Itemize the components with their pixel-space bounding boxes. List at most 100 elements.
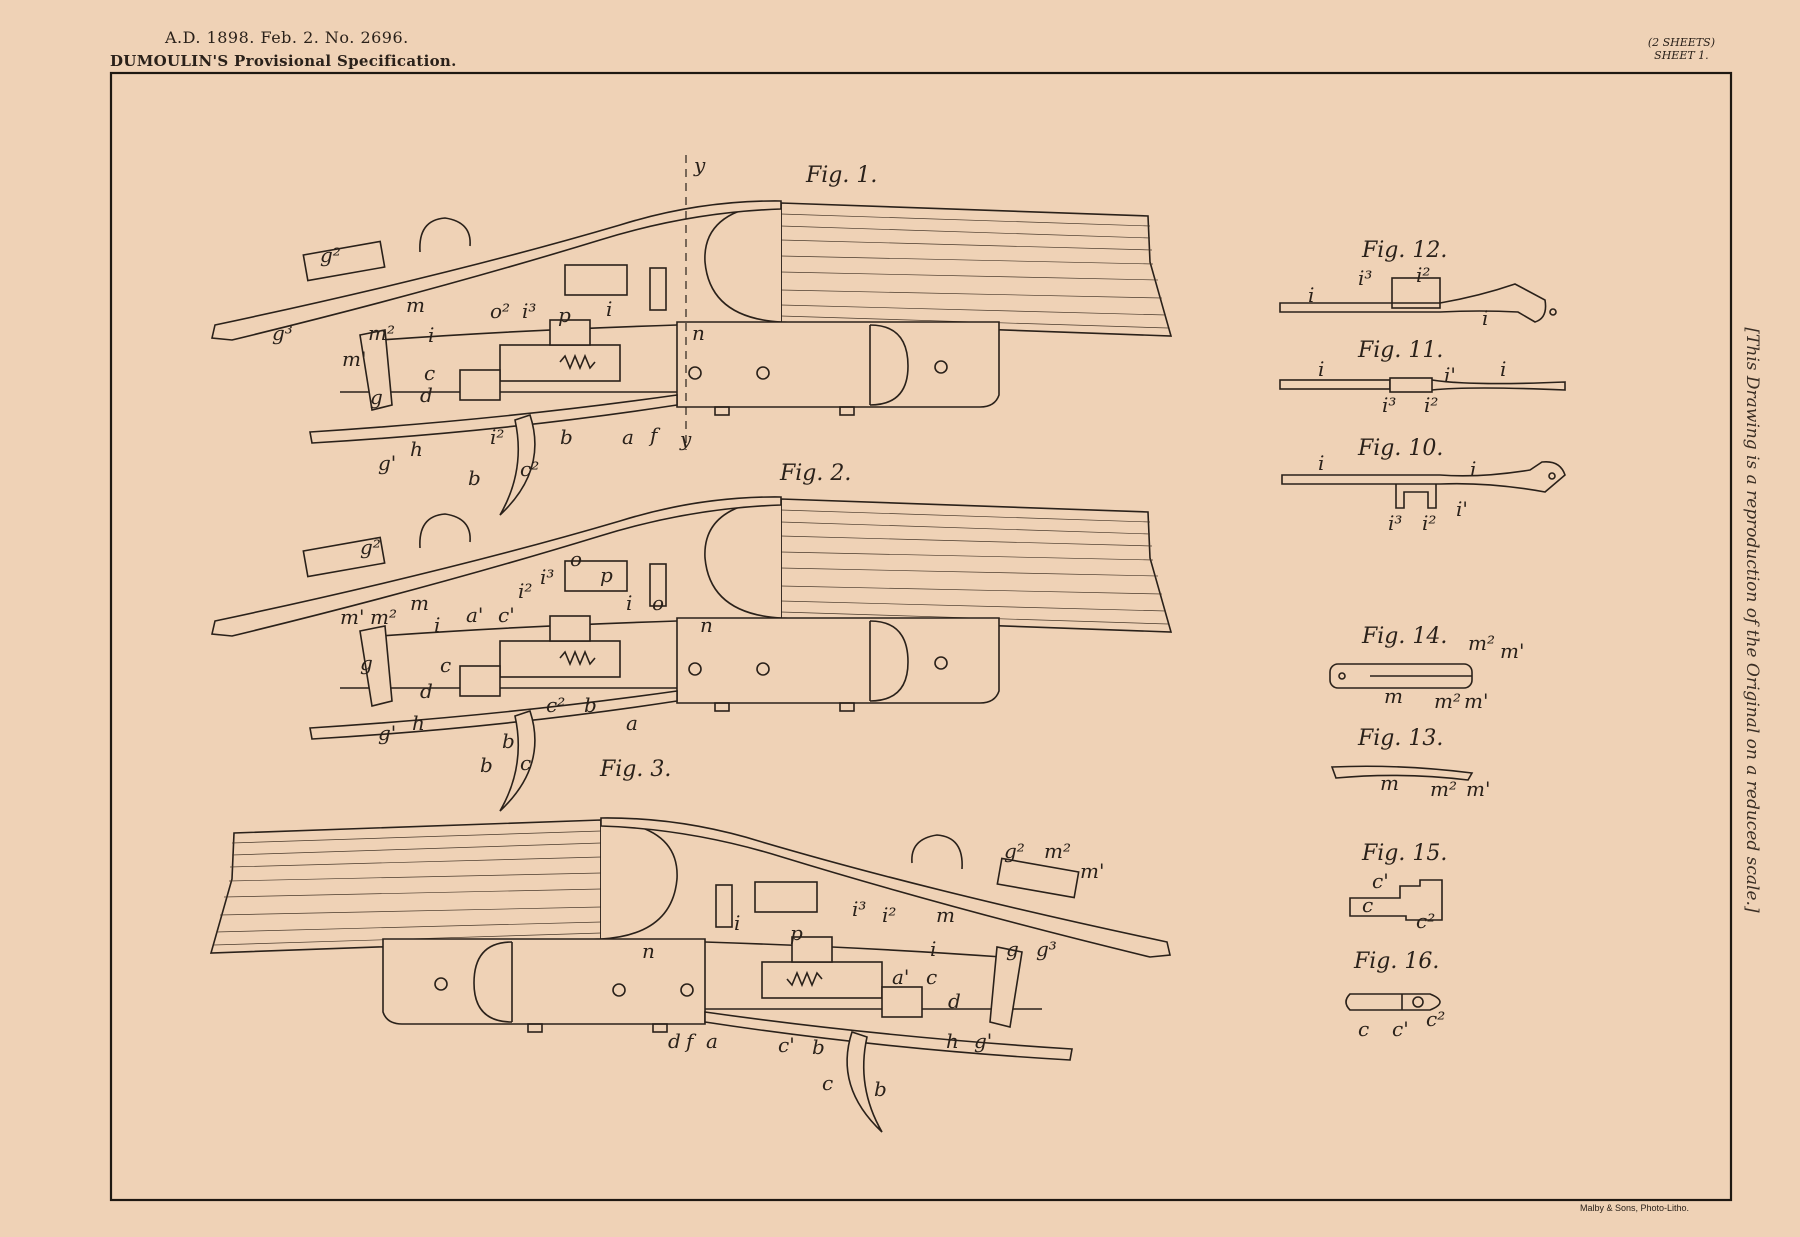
part-reference-label: m — [936, 903, 955, 927]
part-reference-label: d — [668, 1029, 681, 1053]
part-reference-label: p — [790, 921, 803, 945]
part-reference-label: g — [1006, 937, 1019, 961]
part-reference-label: c — [424, 361, 435, 385]
part-reference-label: c' — [1392, 1017, 1409, 1041]
part-reference-label: a — [626, 711, 638, 735]
part-reference-label: i — [626, 591, 632, 615]
part-reference-label: m' — [342, 347, 366, 371]
part-reference-label: g² — [360, 535, 381, 559]
part-reference-label: y — [679, 427, 692, 451]
part-reference-label: m² — [1434, 689, 1461, 713]
part-reference-label: g' — [378, 451, 396, 475]
part-reference-label: n — [692, 321, 705, 345]
figure-3-gun-drawing — [210, 817, 1171, 1133]
part-reference-label: g — [370, 385, 383, 409]
part-reference-label: i' — [1456, 497, 1468, 521]
part-reference-label: a' — [892, 965, 909, 989]
part-reference-label: m² — [368, 321, 395, 345]
part-reference-label: c' — [778, 1033, 795, 1057]
part-reference-label: g' — [378, 721, 396, 745]
part-reference-label: i² — [1422, 511, 1436, 535]
part-reference-label: i³ — [1382, 393, 1396, 417]
part-reference-label: b — [874, 1077, 887, 1101]
part-reference-label: i — [1318, 451, 1324, 475]
part-reference-label: b — [560, 425, 573, 449]
part-reference-label: d — [948, 989, 961, 1013]
part-reference-label: y — [693, 153, 706, 177]
part-reference-label: i — [434, 613, 440, 637]
part-reference-label: a — [622, 425, 634, 449]
part-reference-label: g³ — [1036, 937, 1057, 961]
part-reference-label: i³ — [852, 897, 866, 921]
part-reference-label: h — [412, 711, 425, 735]
part-reference-label: c' — [498, 603, 515, 627]
part-reference-label: m' — [340, 605, 364, 629]
part-reference-label: m — [410, 591, 429, 615]
part-reference-label: b — [584, 693, 597, 717]
part-reference-label: n — [642, 939, 655, 963]
part-reference-label: o — [570, 547, 582, 571]
figure-14-title: Fig. 14. — [1361, 624, 1447, 649]
part-reference-label: i' — [1444, 363, 1456, 387]
part-reference-label: c² — [1416, 909, 1435, 933]
part-reference-label: g — [360, 651, 373, 675]
sheet-info: (2 SHEETS) SHEET 1. — [1648, 36, 1715, 62]
part-reference-label: c² — [1426, 1007, 1445, 1031]
part-reference-label: d — [420, 679, 433, 703]
part-reference-label: i³ — [1388, 511, 1402, 535]
part-reference-label: n — [700, 613, 713, 637]
part-reference-label: i² — [882, 903, 896, 927]
figure-2-title: Fig. 2. — [779, 461, 851, 486]
part-reference-label: h — [410, 437, 423, 461]
part-reference-label: p — [600, 563, 613, 587]
figure-13-title: Fig. 13. — [1357, 726, 1443, 751]
part-reference-label: i — [930, 937, 936, 961]
part-reference-label: m² — [1044, 839, 1071, 863]
part-reference-label: m² — [1468, 631, 1495, 655]
part-reference-label: d — [420, 383, 433, 407]
figure-10-drawing — [1281, 460, 1566, 509]
part-reference-label: c — [1362, 893, 1373, 917]
part-reference-label: i — [428, 323, 434, 347]
part-reference-label: a — [706, 1029, 718, 1053]
part-reference-label: h — [946, 1029, 959, 1053]
part-reference-label: b — [812, 1035, 825, 1059]
figure-15-drawing — [1349, 879, 1443, 921]
part-reference-label: c — [1358, 1017, 1369, 1041]
sheet-count: (2 SHEETS) — [1647, 36, 1715, 49]
figure-14-drawing — [1329, 663, 1473, 689]
part-reference-label: c — [520, 751, 531, 775]
part-reference-label: i — [606, 297, 612, 321]
part-reference-label: m' — [1464, 689, 1488, 713]
part-reference-label: p — [558, 303, 571, 327]
figure-12-title: Fig. 12. — [1361, 238, 1447, 263]
part-reference-label: c — [926, 965, 937, 989]
sheet-number: SHEET 1. — [1654, 49, 1709, 62]
part-reference-label: f — [648, 423, 661, 447]
figure-13-drawing — [1330, 765, 1474, 781]
part-reference-label: c² — [546, 693, 565, 717]
part-reference-label: i³ — [522, 299, 536, 323]
part-reference-label: i² — [1416, 263, 1430, 287]
part-reference-label: c' — [1372, 869, 1389, 893]
part-reference-label: g' — [974, 1029, 992, 1053]
part-reference-label: m' — [1080, 859, 1104, 883]
figure-11-title: Fig. 11. — [1357, 338, 1443, 363]
part-reference-label: i³ — [540, 565, 554, 589]
figure-3-title: Fig. 3. — [599, 757, 671, 782]
figure-16-drawing — [1345, 993, 1441, 1011]
part-reference-label: c — [822, 1071, 833, 1095]
part-reference-label: b — [502, 729, 515, 753]
figure-16-title: Fig. 16. — [1353, 949, 1439, 974]
part-reference-label: i — [1308, 283, 1314, 307]
figure-10-title: Fig. 10. — [1357, 436, 1443, 461]
part-reference-label: m — [406, 293, 425, 317]
printer-credit: Malby & Sons, Photo-Litho. — [1580, 1203, 1690, 1213]
part-reference-label: b — [480, 753, 493, 777]
part-reference-label: m' — [1466, 777, 1490, 801]
part-reference-label: o — [652, 591, 664, 615]
part-reference-label: i² — [518, 579, 532, 603]
figure-1-title: Fig. 1. — [805, 163, 877, 188]
figure-12-drawing — [1279, 277, 1557, 323]
